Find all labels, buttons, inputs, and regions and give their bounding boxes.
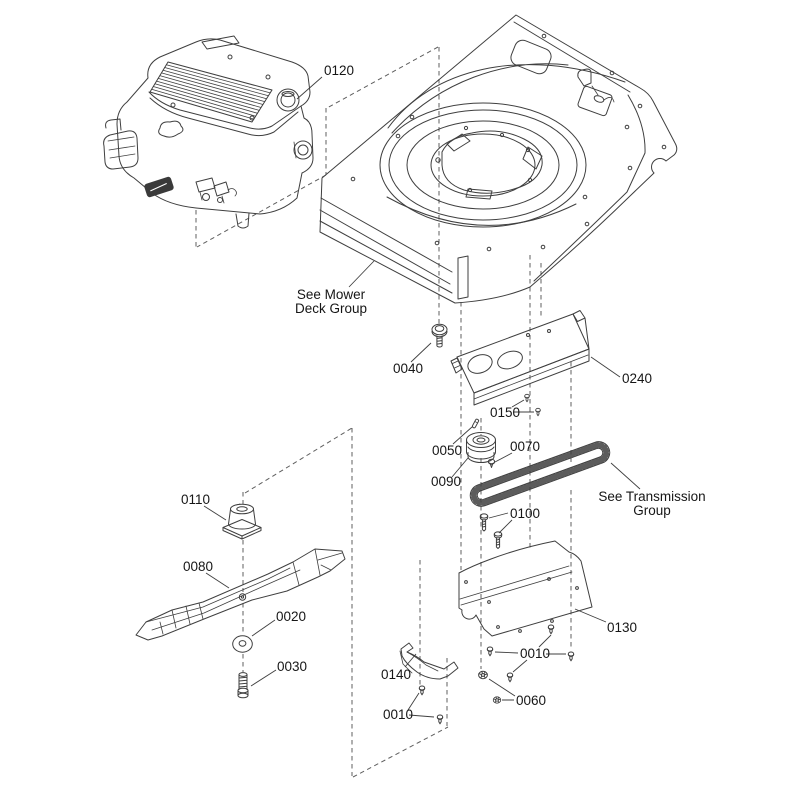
part-label-key: 0050 [432, 443, 462, 458]
screw-icon [524, 393, 530, 403]
hub-ribs [446, 133, 543, 200]
part-label-bracket: 0140 [381, 667, 411, 682]
oil-cap-icon [276, 88, 300, 112]
part-label-belt-guard: 0130 [607, 620, 637, 635]
bracket-alignment-dashed [419, 560, 448, 726]
part-label-washer: 0020 [276, 609, 306, 624]
nut-icon [478, 670, 488, 680]
hex-bolt-icon [493, 531, 503, 549]
note-transmission-line1: See Transmission [598, 489, 705, 504]
blade-0080 [135, 548, 346, 641]
belt-guard-0130 [458, 540, 593, 637]
belt-cover-0240 [450, 310, 590, 406]
blade-bolt-0030 [237, 672, 249, 699]
part-label-bracket-screws: 0010 [383, 707, 413, 722]
note-mower-deck-line1: See Mower [297, 287, 366, 302]
nut-icon [492, 696, 502, 704]
part-labels: 0120 0040 0240 0150 0050 0070 0090 0100 … [181, 63, 652, 722]
nuts-0060 [478, 670, 502, 704]
part-label-blade-adapter: 0110 [181, 492, 210, 507]
screw-icon [418, 685, 426, 696]
construction-lines [195, 46, 572, 778]
part-label-deck-bolt: 0040 [393, 361, 423, 376]
deck-right-wall-inner [533, 94, 646, 282]
deck-bottom-slot [457, 255, 469, 300]
reference-notes: See Mower Deck Group See Transmission Gr… [295, 287, 706, 518]
engine-mount-plane-dashed [195, 46, 439, 248]
part-label-pulley-bolt: 0070 [510, 439, 540, 454]
hub-opening [441, 130, 543, 194]
screw-icon [547, 624, 555, 635]
deck-outline [319, 14, 678, 304]
screw-icon [436, 714, 444, 725]
note-mower-deck-line2: Deck Group [295, 301, 367, 316]
deck-crease-curves [387, 63, 626, 134]
part-label-guard-screws: 0010 [520, 646, 550, 661]
cover-screws-0150 [524, 393, 541, 417]
deck-mounting-holes [350, 33, 667, 252]
engine-illustration [103, 35, 314, 229]
engine-brand-plate [144, 176, 174, 198]
engine-bolts [170, 54, 271, 121]
crankshaft-stub [235, 212, 250, 229]
part-label-engine: 0120 [324, 63, 354, 78]
pulley-bolt-0070 [487, 458, 496, 468]
engine-shroud-edge [148, 91, 302, 137]
deck-skirt-band [319, 197, 453, 294]
screw-icon [567, 651, 575, 662]
blade-adapter-0110 [222, 503, 262, 540]
mower-deck-illustration [319, 14, 678, 304]
screw-icon [506, 672, 514, 683]
deck-spindle-recess [379, 102, 587, 228]
bracket-0140 [399, 642, 459, 680]
drive-belt [469, 441, 611, 507]
cover-alignment-dashed [460, 255, 542, 570]
washer-0020 [232, 635, 253, 653]
deck-vent-hole [510, 39, 552, 75]
bracket-screws-0010 [418, 685, 444, 725]
crankshaft-key-0050 [471, 418, 480, 429]
part-label-blade: 0080 [183, 559, 213, 574]
hex-bolt-icon [479, 513, 489, 532]
screw-icon [486, 646, 494, 657]
engine-cooling-fins [149, 61, 273, 123]
part-label-blade-bolt: 0030 [277, 659, 307, 674]
engine-side-wheel [293, 140, 313, 160]
part-label-pulley: 0090 [431, 474, 461, 489]
leader-lines [203, 76, 641, 718]
deck-bolt-0040 [431, 323, 448, 348]
part-label-nuts: 0060 [516, 693, 546, 708]
engine-top-tab [201, 35, 240, 50]
deck-cable-bracket [577, 68, 615, 117]
part-label-guard-bolts: 0100 [510, 506, 540, 521]
shroud-cutout [158, 120, 184, 138]
guard-bolts-0100 [479, 513, 503, 549]
screw-icon [535, 407, 541, 417]
muffler [103, 118, 139, 170]
pulley-0090 [466, 432, 496, 463]
blade-group-plane-dashed [244, 427, 449, 778]
deck-top-edge-inner [513, 21, 631, 93]
part-label-cover-screws: 0150 [490, 405, 520, 420]
note-transmission-line2: Group [633, 503, 671, 518]
carburetor-cluster [195, 177, 237, 204]
part-label-belt-cover: 0240 [622, 371, 652, 386]
